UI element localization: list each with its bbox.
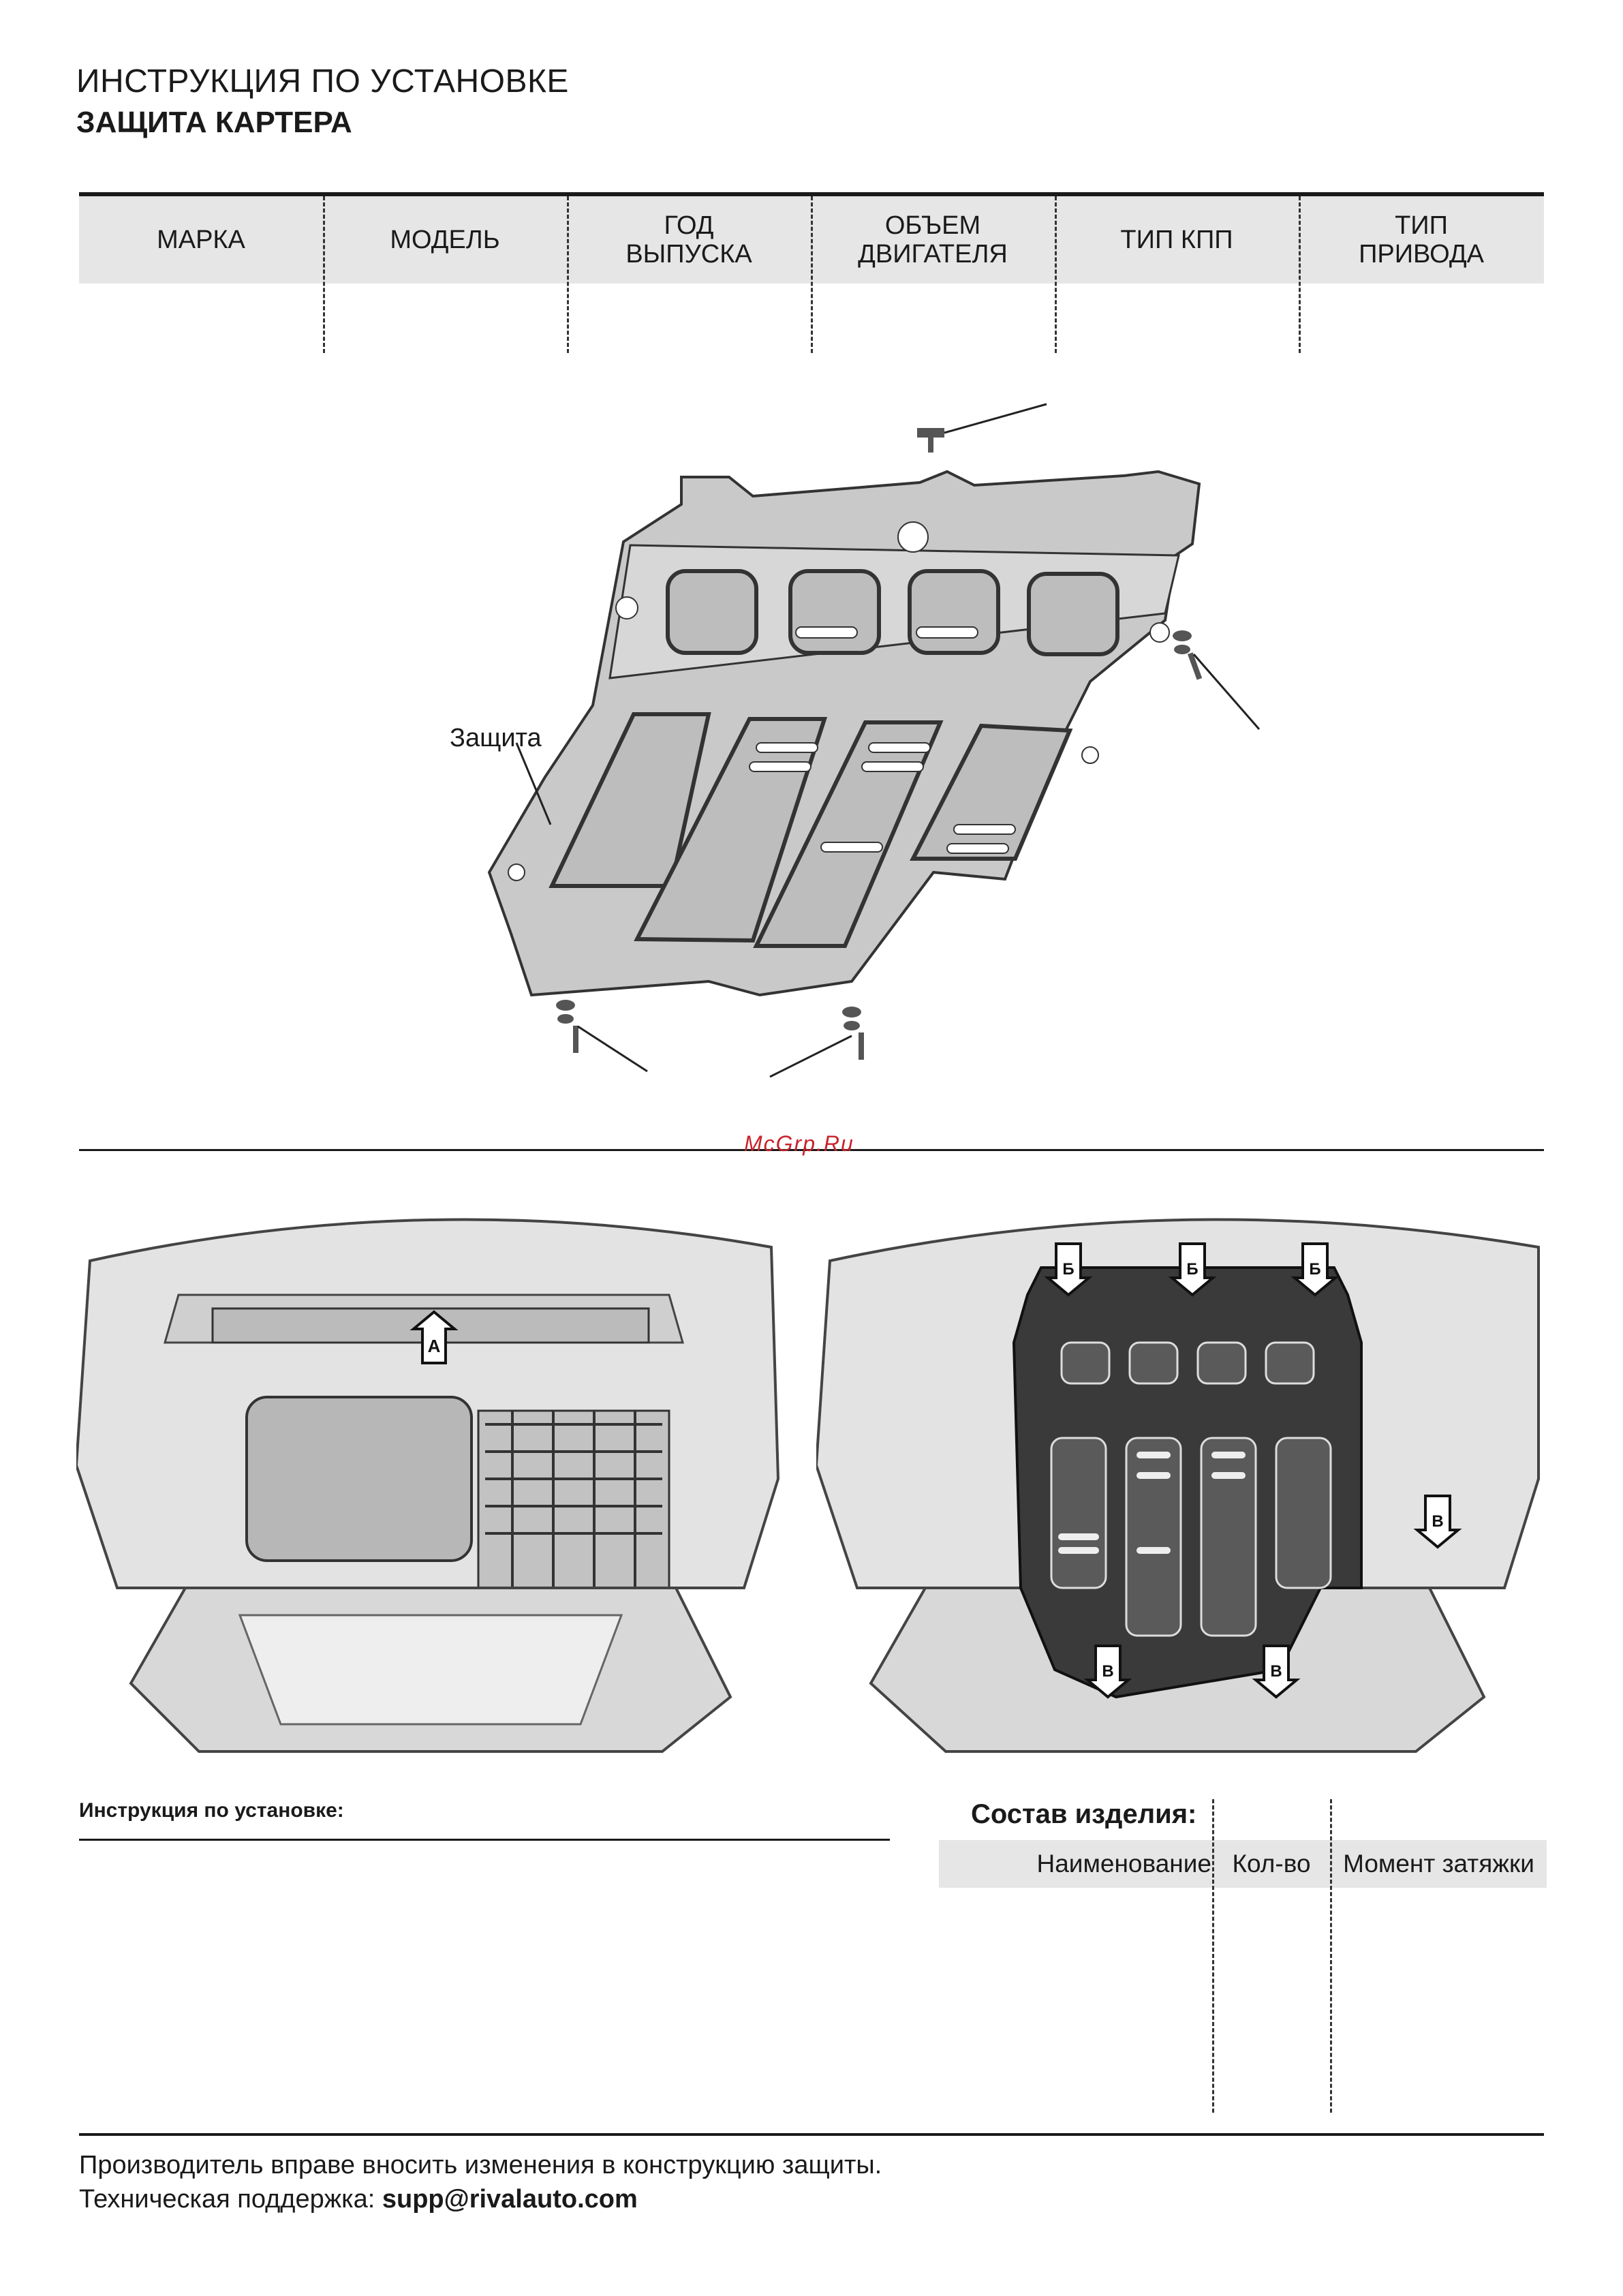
- spec-col-drive: ТИП ПРИВОДА: [1359, 211, 1484, 269]
- spec-divider: [811, 196, 813, 353]
- footer-note: Производитель вправе вносить изменения в…: [79, 2151, 882, 2179]
- right-fastener: [1173, 630, 1203, 680]
- instructions-label: Инструкция по установке:: [79, 1799, 344, 1822]
- composition-divider: [1330, 1799, 1332, 2113]
- spec-divider: [323, 196, 325, 353]
- top-bracket-fastener: [917, 403, 1047, 453]
- svg-text:Б: Б: [1186, 1260, 1198, 1279]
- marker-V-bottom-right: В: [1252, 1644, 1301, 1699]
- spec-col-gearbox: ТИП КПП: [1120, 226, 1233, 254]
- composition-col-torque: Момент затяжки: [1343, 1850, 1534, 1878]
- composition-col-qty: Кол-во: [1232, 1850, 1311, 1878]
- instructions-rule: [79, 1839, 890, 1841]
- spec-divider: [1055, 196, 1057, 353]
- bottom-fastener-right: [842, 1007, 864, 1060]
- doc-title: ИНСТРУКЦИЯ ПО УСТАНОВКЕ: [76, 63, 569, 100]
- marker-V-side: В: [1413, 1495, 1462, 1549]
- spec-col-model: МОДЕЛЬ: [390, 226, 500, 254]
- underbody-before-install: А: [76, 1218, 780, 1753]
- installed-skid-plate: [1012, 1266, 1363, 1699]
- spec-table-top-rule: [79, 192, 1544, 196]
- svg-text:Б: Б: [1062, 1260, 1074, 1279]
- watermark-text: McGrp.Ru: [744, 1131, 854, 1156]
- svg-text:А: А: [428, 1336, 441, 1356]
- marker-B-right: Б: [1290, 1242, 1340, 1297]
- skid-plate-diagram: [487, 403, 1261, 1078]
- svg-text:В: В: [1102, 1662, 1113, 1681]
- svg-text:Б: Б: [1309, 1260, 1320, 1279]
- doc-subtitle: ЗАЩИТА КАРТЕРА: [76, 106, 352, 139]
- part-label: Защита: [450, 724, 542, 752]
- spec-col-brand: МАРКА: [157, 226, 245, 254]
- spec-divider: [567, 196, 569, 353]
- lower-windows: [548, 712, 1073, 948]
- spec-col-year: ГОД ВЫПУСКА: [625, 211, 752, 269]
- marker-V-bottom-left: В: [1083, 1644, 1132, 1699]
- support-email-link[interactable]: supp@rivalauto.com: [382, 2185, 638, 2214]
- composition-header: [939, 1840, 1547, 1888]
- spec-col-engine: ОБЪЕМ ДВИГАТЕЛЯ: [858, 211, 1008, 269]
- marker-B-center: Б: [1168, 1242, 1217, 1297]
- section-divider: [79, 1149, 1544, 1151]
- marker-B-left: Б: [1044, 1242, 1093, 1297]
- part-label-leader: [515, 742, 552, 825]
- composition-label: Состав изделия:: [971, 1799, 1197, 1829]
- composition-divider: [1212, 1799, 1214, 2113]
- svg-text:В: В: [1432, 1512, 1443, 1531]
- composition-col-name: Наименование: [1036, 1850, 1212, 1878]
- svg-text:В: В: [1270, 1662, 1282, 1681]
- spec-divider: [1299, 196, 1301, 353]
- bottom-fastener-left: [556, 1000, 578, 1053]
- support-label: Техническая поддержка:: [79, 2185, 382, 2214]
- marker-A: А: [409, 1310, 459, 1364]
- underbody-after-install: Б Б Б В В В: [816, 1218, 1540, 1753]
- footer-rule: [79, 2133, 1544, 2136]
- footer-support: Техническая поддержка: supp@rivalauto.co…: [79, 2185, 638, 2214]
